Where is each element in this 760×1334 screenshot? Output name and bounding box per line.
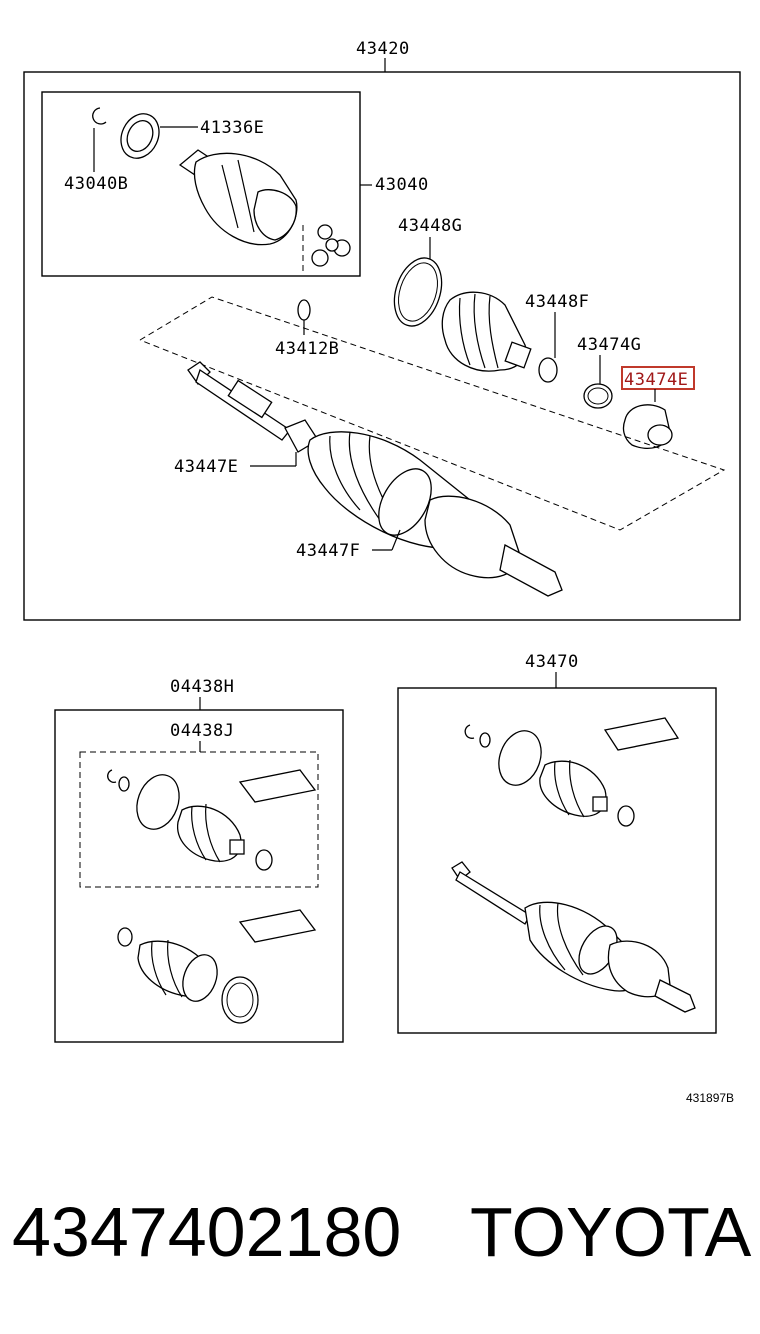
- label-04438H: 04438H: [170, 677, 234, 697]
- boot-kit-h-frame: [54, 709, 344, 1043]
- label-04438J: 04438J: [170, 721, 234, 741]
- label-43474E[interactable]: 43474E: [624, 370, 688, 390]
- boot-kit-h-parts: [117, 909, 317, 1024]
- dust-cover-part: [622, 404, 673, 449]
- tripod-part: [311, 224, 351, 267]
- outer-boot-clamp-ring: [378, 468, 432, 536]
- label-41336E: 41336E: [200, 118, 264, 138]
- label-43448G: 43448G: [398, 216, 462, 236]
- label-43448F: 43448F: [525, 292, 589, 312]
- boot-kit-j-frame: [79, 751, 319, 888]
- outer-joint-kit-parts: [451, 717, 696, 1013]
- brand-name: TOYOTA: [470, 1193, 752, 1271]
- inner-boot-part: [441, 291, 532, 372]
- label-43412B: 43412B: [275, 339, 339, 359]
- label-43420: 43420: [356, 39, 410, 59]
- inner-joint-frame: [41, 91, 361, 277]
- boot-kit-j-parts: [107, 769, 317, 871]
- label-43040B: 43040B: [64, 174, 128, 194]
- label-43474G: 43474G: [577, 335, 641, 355]
- diagram-reference: 431897B: [686, 1091, 734, 1105]
- inner-joint-housing: [178, 149, 298, 246]
- snap-ring-43412B: [297, 299, 311, 321]
- highlight-box: [621, 366, 695, 390]
- part-number: 4347402180: [12, 1193, 401, 1271]
- label-43470: 43470: [525, 652, 579, 672]
- label-43447E: 43447E: [174, 457, 238, 477]
- main-assembly-frame: [23, 71, 741, 621]
- label-43447F: 43447F: [296, 541, 360, 561]
- seal-ring-inner: [126, 119, 154, 153]
- label-43040: 43040: [375, 175, 429, 195]
- snap-ring-part: [92, 107, 107, 125]
- outer-joint-frame: [397, 687, 717, 1034]
- dashed-enclosure: [139, 296, 726, 531]
- drive-shaft-part: [187, 361, 563, 597]
- boot-clamp-small: [538, 357, 558, 383]
